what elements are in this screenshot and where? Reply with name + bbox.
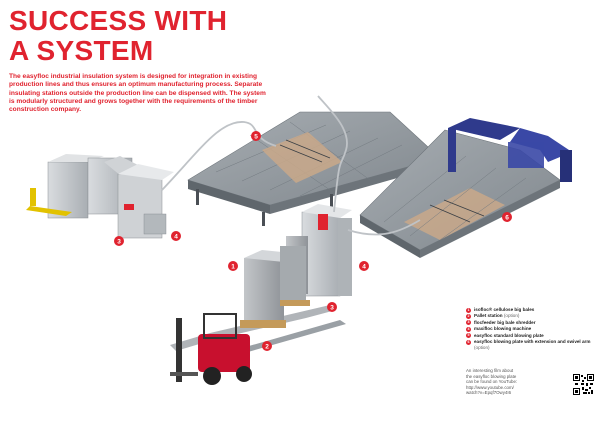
gantry [448,118,572,182]
legend-number: 2 [466,314,471,319]
legend-item: 4 maxifloc blowing machine [466,326,596,332]
legend: 1 isofloc® cellulose big bales 2 Pallet … [466,307,596,352]
legend-item: 3 flocfeeder big bale shredder [466,320,596,326]
film-line: the easyfloc blowing plate [466,373,517,379]
film-url[interactable]: http://www.youtube.com/ [466,384,514,390]
legend-number: 3 [466,320,471,326]
callout-marker: 3 [327,302,337,312]
legend-item: 5 easyfloc standard blowing plate [466,333,596,339]
film-line: can be found on YouTube: [466,379,518,385]
callout-marker: 4 [171,231,181,241]
legend-number: 6 [466,339,471,345]
legend-title: easyfloc blowing plate with extension an… [474,339,591,345]
cellulose-bales [240,246,310,328]
film-note: An interesting film about the easyfloc b… [466,368,566,396]
forklift [170,313,252,385]
callout-label: 5 [254,133,258,140]
callout-label: 4 [362,263,366,270]
callout-label: 6 [505,214,509,221]
flocfeeder-left [26,154,174,239]
legend-title: isofloc® cellulose big bales [474,307,535,312]
legend-number: 1 [466,307,471,313]
legend-option: (option) [503,313,520,319]
callout-marker: 1 [228,261,238,271]
callout-label: 4 [174,233,178,240]
legend-option: (option) [474,345,490,351]
legend-title: easyfloc standard blowing plate [474,332,544,338]
qr-code-icon[interactable] [573,374,594,395]
callout-label: 3 [117,238,121,245]
legend-item: 1 isofloc® cellulose big bales [466,307,596,313]
legend-number: 4 [466,326,471,332]
callout-marker: 6 [502,212,512,222]
callout-marker: 2 [262,341,272,351]
film-url[interactable]: watch?v=Epqf7Owy4I6 [466,390,512,396]
legend-number: 5 [466,333,471,339]
intro-text: The easyfloc industrial insulation syste… [9,73,266,114]
assembly-table-upper [187,111,441,226]
legend-title: flocfeeder big bale shredder [474,319,536,325]
legend-item: 2 Pallet station (option) [466,313,596,319]
callout-label: 3 [330,304,334,311]
film-line: An interesting film about [466,368,514,373]
callout-marker: 3 [114,236,124,246]
headline-line-1: SUCCESS WITH [9,5,228,36]
legend-title: maxifloc blowing machine [474,326,532,332]
callout-label: 2 [265,343,269,350]
callout-label: 1 [231,263,235,270]
legend-item: 6 easyfloc blowing plate with extension … [466,339,596,352]
headline: SUCCESS WITH A SYSTEM [9,6,227,66]
legend-title: Pallet station [474,313,503,319]
callout-marker: 4 [359,261,369,271]
headline-line-2: A SYSTEM [9,35,154,66]
callout-marker: 5 [251,131,261,141]
